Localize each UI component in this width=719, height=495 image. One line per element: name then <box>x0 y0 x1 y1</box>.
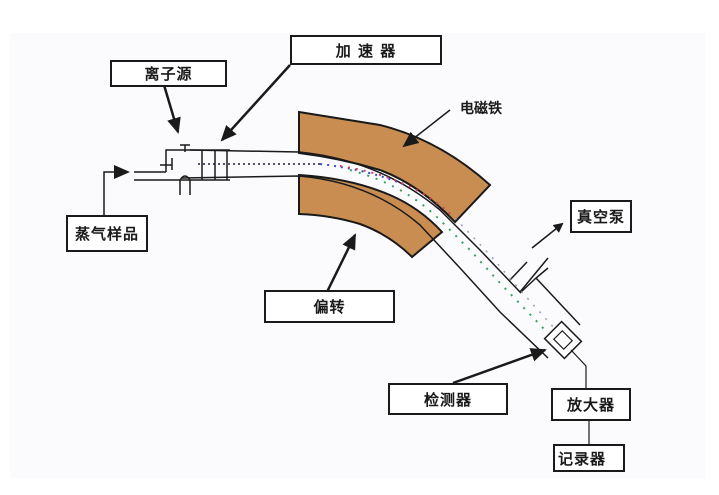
ion-source-arrow <box>162 84 181 134</box>
flight-tube-lower-wall <box>181 175 549 359</box>
detector-element <box>543 320 583 360</box>
flight-tube-upper-wall <box>189 149 549 294</box>
vacuum-arrow <box>531 222 564 249</box>
deflection-arrow <box>325 233 357 293</box>
ion-source-label: 离子源 <box>110 60 227 87</box>
ion-beam-grey <box>454 217 557 331</box>
detector-arrow <box>452 348 547 385</box>
deflection-label: 偏转 <box>264 290 395 323</box>
accelerator-label: 加 速 器 <box>290 35 442 65</box>
tube-right-wall <box>535 277 581 326</box>
vapor-sample-arrow <box>103 165 130 215</box>
vacuum-pump-label: 真空泵 <box>570 200 632 233</box>
recorder-label: 记录器 <box>553 444 625 472</box>
signal-wire <box>570 349 587 388</box>
detector-label: 检测器 <box>388 383 508 415</box>
vapor-sample-label: 蒸气样品 <box>66 215 148 252</box>
accelerator-arrow <box>220 64 291 142</box>
ion-source-element <box>134 144 230 195</box>
magnet-lower <box>298 173 444 259</box>
amplifier-label: 放大器 <box>551 388 631 421</box>
ion-beam-green <box>349 169 546 331</box>
electromagnet-label: 电磁铁 <box>460 101 502 117</box>
electromagnet-arrow <box>402 109 451 148</box>
ion-beam-red <box>339 165 456 219</box>
